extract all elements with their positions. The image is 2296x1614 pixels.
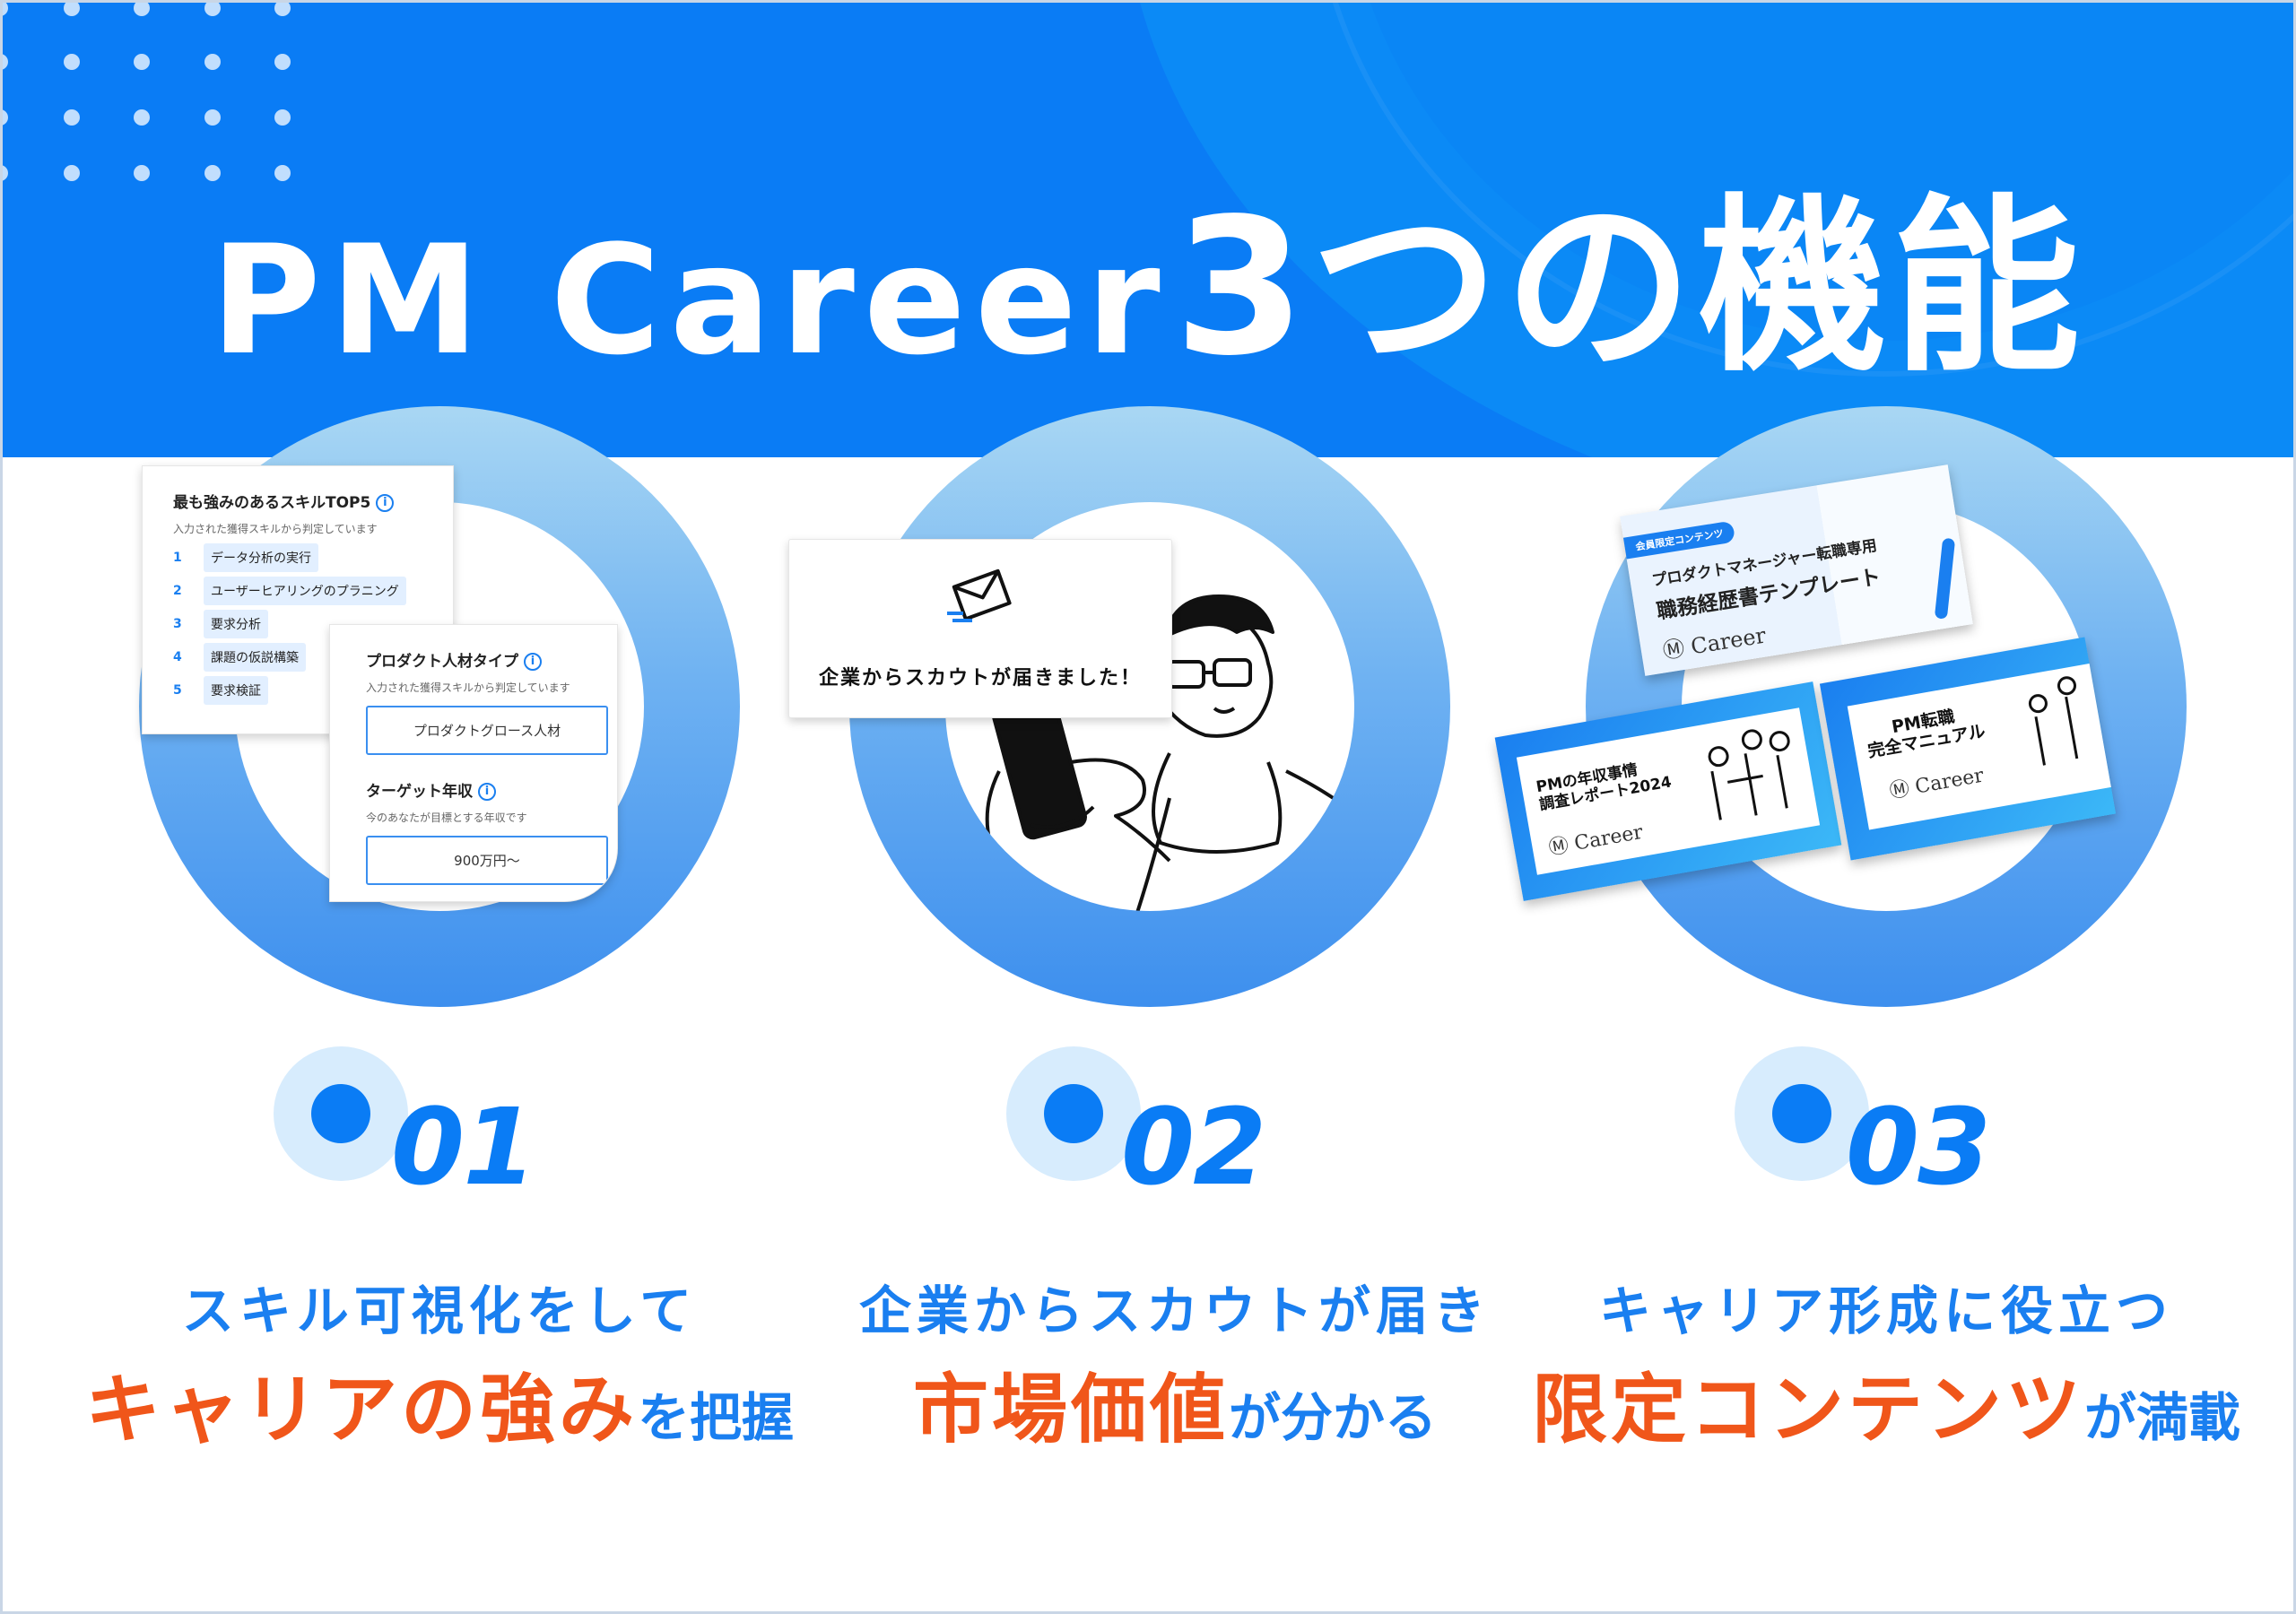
- salary-value: 900万円〜: [366, 836, 608, 885]
- title-features: 3つの機能: [1174, 178, 2086, 397]
- feature3-number: 03: [1846, 1085, 1991, 1209]
- feature1-badge: [274, 1046, 408, 1181]
- dot: [64, 0, 80, 16]
- dot: [134, 54, 150, 70]
- scout-notification-card: 企業からスカウトが届きました！: [788, 539, 1172, 718]
- salary-report-thumbnail[interactable]: PMの年収事情調査レポート2024 Ⓜ Career: [1494, 681, 1842, 901]
- dot: [134, 109, 150, 126]
- dot: [0, 165, 8, 181]
- info-icon[interactable]: i: [376, 494, 395, 512]
- dot: [0, 54, 8, 70]
- skills-card-title: 最も強みのあるスキルTOP5: [173, 494, 371, 512]
- dot: [204, 54, 221, 70]
- dot: [134, 0, 150, 16]
- scout-notification-text: 企業からスカウトが届きました！: [818, 667, 1142, 690]
- page-title: PM Career 3つの機能: [0, 134, 2296, 407]
- dot: [274, 109, 291, 126]
- skills-card-subtitle: 入力された獲得スキルから判定しています: [173, 523, 378, 535]
- dot: [274, 54, 291, 70]
- dot: [204, 0, 221, 16]
- talent-type-subtitle: 入力された獲得スキルから判定しています: [366, 681, 570, 694]
- pm-manual-thumbnail[interactable]: PM転職完全マニュアル Ⓜ Career: [1819, 637, 2117, 861]
- dot: [204, 109, 221, 126]
- header-banner: PM Career 3つの機能: [0, 0, 2296, 457]
- dot: [0, 109, 8, 126]
- pm-career-logo: Ⓜ Career: [1661, 622, 1768, 664]
- feature3-line2: 限定コンテンツが満載: [1531, 1366, 2241, 1453]
- feature2-line2: 市場価値が分かる: [912, 1366, 1438, 1453]
- feature1-number: 01: [391, 1085, 536, 1209]
- title-brand: PM Career: [210, 213, 1170, 388]
- people-illustration: [1708, 729, 1790, 820]
- salary-subtitle: 今のあなたが目標とする年収です: [366, 811, 527, 824]
- pm-career-logo: Ⓜ Career: [1546, 820, 1645, 860]
- dot: [64, 109, 80, 126]
- envelope-icon: [947, 568, 1012, 622]
- talent-type-card: プロダクト人材タイプ i 入力された獲得スキルから判定しています プロダクトグロー…: [329, 624, 618, 902]
- talent-type-value: プロダクトグロース人材: [366, 706, 608, 755]
- dot: [64, 165, 80, 181]
- talent-type-title: プロダクト人材タイプ: [366, 653, 518, 671]
- info-icon[interactable]: i: [478, 783, 496, 801]
- feature3-line1: キャリア形成に役立つ: [1598, 1280, 2173, 1341]
- info-icon[interactable]: i: [524, 653, 542, 671]
- feature3-badge: [1735, 1046, 1869, 1181]
- dot: [274, 0, 291, 16]
- dot: [0, 0, 8, 16]
- feature2-badge: [1006, 1046, 1141, 1181]
- pm-career-logo: Ⓜ Career: [1887, 764, 1986, 803]
- dot: [204, 165, 221, 181]
- salary-title: ターゲット年収: [366, 783, 473, 801]
- feature1-line2: キャリアの強みを把握: [84, 1366, 795, 1453]
- people-illustration: [2028, 676, 2079, 766]
- feature2-line1: 企業からスカウトが届き: [858, 1280, 1491, 1341]
- dot: [134, 165, 150, 181]
- members-only-tag: 会員限定コンテンツ: [1622, 520, 1736, 560]
- dot: [64, 54, 80, 70]
- person-with-phone-illustration: [985, 594, 1354, 911]
- feature1-line1: スキル可視化をして: [181, 1280, 698, 1341]
- feature2-number: 02: [1121, 1085, 1266, 1209]
- dot: [274, 165, 291, 181]
